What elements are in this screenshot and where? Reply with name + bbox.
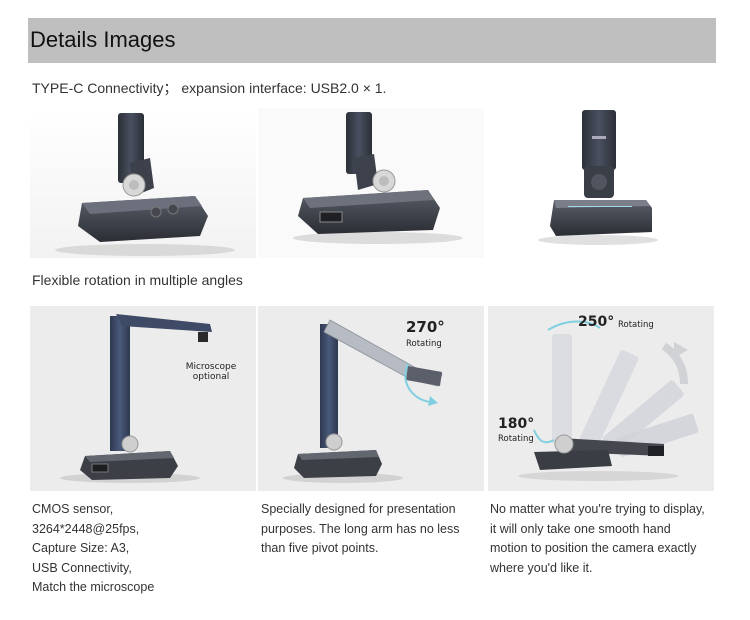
rotation-270-label: Rotating <box>406 339 442 349</box>
product-image-rotate-250-180: 250° Rotating 180° Rotating <box>488 306 714 491</box>
product-image-base-front <box>30 108 256 258</box>
connectivity-caption: TYPE-C Connectivity； expansion interface… <box>32 80 387 96</box>
rotation-270-angle: 270° <box>406 318 445 336</box>
description-sensor: CMOS sensor, 3264*2448@25fps, Capture Si… <box>32 502 155 594</box>
product-image-base-side <box>486 108 712 258</box>
rotation-250-label: Rotating <box>618 320 654 330</box>
rotation-caption: Flexible rotation in multiple angles <box>32 272 243 288</box>
microscope-label: Microscope optional <box>185 362 237 382</box>
page-title: Details Images <box>30 27 176 52</box>
product-image-rotate-270: 270° Rotating <box>258 306 484 491</box>
product-image-base-usb-port <box>258 108 484 258</box>
rotation-250-angle: 250° <box>578 314 615 330</box>
section-header: Details Images <box>28 18 716 63</box>
rotation-180-label: Rotating <box>498 434 534 444</box>
product-image-microscope: Microscope optional <box>30 306 256 491</box>
description-presentation: Specially designed for presentation purp… <box>261 502 460 555</box>
description-positioning: No matter what you're trying to display,… <box>490 502 705 575</box>
rotation-180-angle: 180° <box>498 416 535 432</box>
